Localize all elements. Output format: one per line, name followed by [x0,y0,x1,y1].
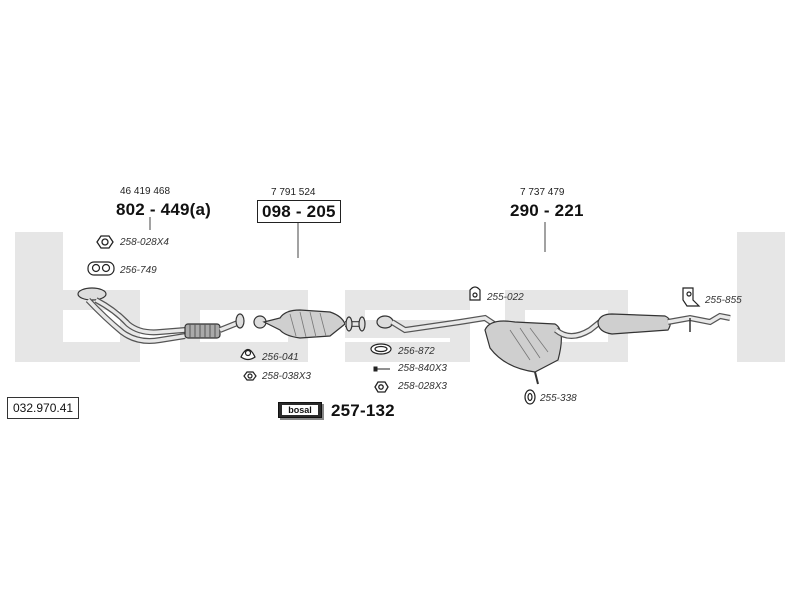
nut-icon [243,371,257,381]
catalyst-part-number: 098 - 205 [257,200,341,223]
catalyst-oem-number: 7 791 524 [271,187,316,198]
triangle-gasket-icon [240,348,256,361]
flange-gasket-icon [87,261,115,276]
bosal-kit-badge-text: bosal [282,405,318,415]
rear-pipe-drawing [376,312,731,385]
rear-box-part-number: 290 - 221 [510,201,584,220]
rear-box-oem-number: 7 737 479 [520,187,565,198]
fitting-label: 258-840X3 [398,363,447,374]
fitting-label: 256-872 [398,346,435,357]
leader-lines [149,217,546,258]
bosal-kit-badge: bosal [278,402,322,418]
front-pipe-drawing [77,287,245,344]
front-pipe-part-number: 802 - 449(a) [116,200,212,219]
fitting-label: 258-038X3 [262,371,311,382]
front-pipe-oem-number: 46 419 468 [120,186,171,197]
fitting-label: 256-041 [262,352,299,363]
fitting-label: 258-028X4 [120,237,169,248]
catalyst-drawing [253,309,366,339]
fitting-label: 255-855 [705,295,742,306]
watermark-shape [15,232,785,362]
ring-gasket-icon [370,343,392,355]
fitting-label: 255-022 [487,292,524,303]
fitting-label: 255-338 [540,393,577,404]
bracket-hanger-icon [682,287,701,307]
diagram-code: 032.970.41 [7,397,80,419]
fitting-label: 256-749 [120,265,157,276]
mounting-kit-number: 257-132 [331,401,395,420]
rubber-ring-icon [524,389,536,405]
nut-icon [374,381,389,393]
bolt-icon [373,366,390,372]
rubber-hanger-icon [469,286,481,301]
nut-icon [96,235,114,249]
fitting-label: 258-028X3 [398,381,447,392]
